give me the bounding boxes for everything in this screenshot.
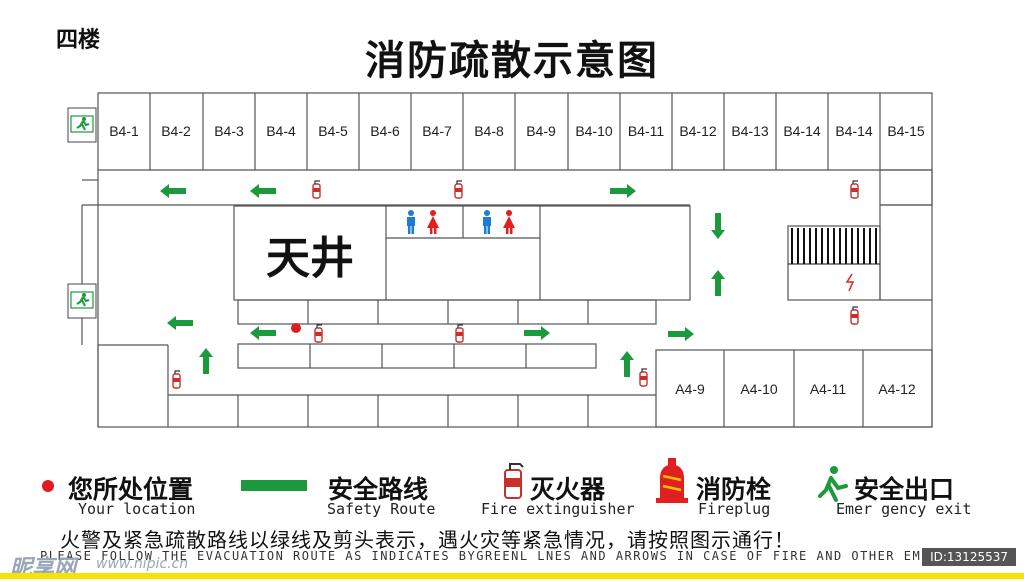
location-dot-icon — [42, 480, 54, 492]
room-label: B4-14 — [783, 123, 821, 139]
room-label: A4-9 — [675, 381, 705, 397]
legend-location-en: Your location — [78, 500, 196, 518]
atrium-label: 天井 — [266, 233, 354, 284]
fire-extinguisher-icon — [850, 180, 859, 199]
watermark-url: www.nipic.cn — [96, 556, 189, 572]
your-location-marker — [291, 323, 301, 333]
legend-exit-label: 安全出口 — [854, 475, 955, 504]
room-label: B4-14 — [835, 123, 873, 139]
fire-extinguisher-icon — [172, 370, 181, 389]
legend-route-en: Safety Route — [327, 500, 436, 518]
room-label: A4-12 — [878, 381, 916, 397]
notice-text: 火警及紧急疏散路线以绿线及剪头表示，遇火灾等紧急情况，请按照图示通行！ — [60, 528, 795, 552]
room-label: B4-2 — [161, 123, 191, 139]
room-label: B4-8 — [474, 123, 504, 139]
fire-extinguishers — [172, 180, 859, 389]
fire-extinguisher-icon — [504, 463, 524, 499]
arrow-up-icon — [199, 348, 213, 374]
arrow-right-icon — [668, 327, 694, 341]
arrow-down-icon — [711, 213, 725, 239]
room-label: B4-3 — [214, 123, 244, 139]
notice-text-en: PLEASE FOLLOW THE EVACUATION ROUTE AS IN… — [40, 549, 1000, 563]
bottom-bar — [0, 573, 1024, 579]
room-label: B4-7 — [422, 123, 452, 139]
arrow-right-icon — [524, 326, 550, 340]
legend-hydrant-en: Fireplug — [698, 500, 771, 518]
arrow-right-icon — [610, 184, 636, 198]
female-toilet-icon — [427, 210, 515, 234]
arrow-left-icon — [160, 184, 186, 198]
hydrant-icon — [656, 458, 688, 503]
stairs-icon — [788, 228, 880, 265]
legend-route-label: 安全路线 — [328, 475, 429, 504]
exit-sign-icon — [67, 107, 97, 143]
room-label: A4-11 — [810, 381, 847, 397]
rooms-top: B4-1 B4-2 B4-3 B4-4 B4-5 B4-6 B4-7 B4-8 … — [109, 123, 925, 139]
exit-sign-icon — [67, 283, 97, 319]
arrow-up-icon — [711, 270, 725, 296]
room-label: B4-6 — [370, 123, 400, 139]
room-label: B4-9 — [526, 123, 556, 139]
room-label: B4-5 — [318, 123, 348, 139]
room-label: B4-13 — [731, 123, 769, 139]
legend-exit-en: Emer gency exit — [836, 500, 972, 518]
room-label: A4-10 — [740, 381, 778, 397]
arrow-up-icon — [620, 351, 634, 377]
page-title: 消防疏散示意图 — [365, 38, 659, 84]
route-line-icon — [241, 480, 307, 491]
floor-label: 四楼 — [56, 28, 101, 53]
room-label: B4-12 — [679, 123, 717, 139]
arrow-left-icon — [167, 316, 193, 330]
fire-extinguisher-icon — [454, 180, 463, 199]
lightning-icon — [845, 273, 855, 292]
fire-extinguisher-icon — [850, 306, 859, 325]
watermark-id: ID:13125537 — [922, 548, 1016, 566]
exit-person-icon — [818, 466, 848, 502]
arrow-left-icon — [250, 184, 276, 198]
rooms-bottom: A4-9 A4-10 A4-11 A4-12 — [675, 381, 916, 397]
fire-extinguisher-icon — [639, 368, 648, 387]
fire-extinguisher-icon — [312, 180, 321, 199]
room-label: B4-4 — [266, 123, 296, 139]
room-label: B4-11 — [628, 123, 665, 139]
room-label: B4-15 — [887, 123, 925, 139]
legend-location-label: 您所处位置 — [68, 475, 194, 504]
fire-extinguisher-icon — [314, 324, 323, 343]
legend-extinguisher-label: 灭火器 — [530, 475, 606, 504]
room-label: B4-10 — [575, 123, 613, 139]
room-label: B4-1 — [109, 123, 139, 139]
safety-route-arrows — [160, 184, 725, 377]
legend-extinguisher-en: Fire extinguisher — [481, 500, 635, 518]
male-toilet-icon — [407, 210, 491, 234]
fire-extinguisher-icon — [455, 324, 464, 343]
arrow-left-icon — [250, 326, 276, 340]
legend-hydrant-label: 消防栓 — [696, 475, 772, 504]
